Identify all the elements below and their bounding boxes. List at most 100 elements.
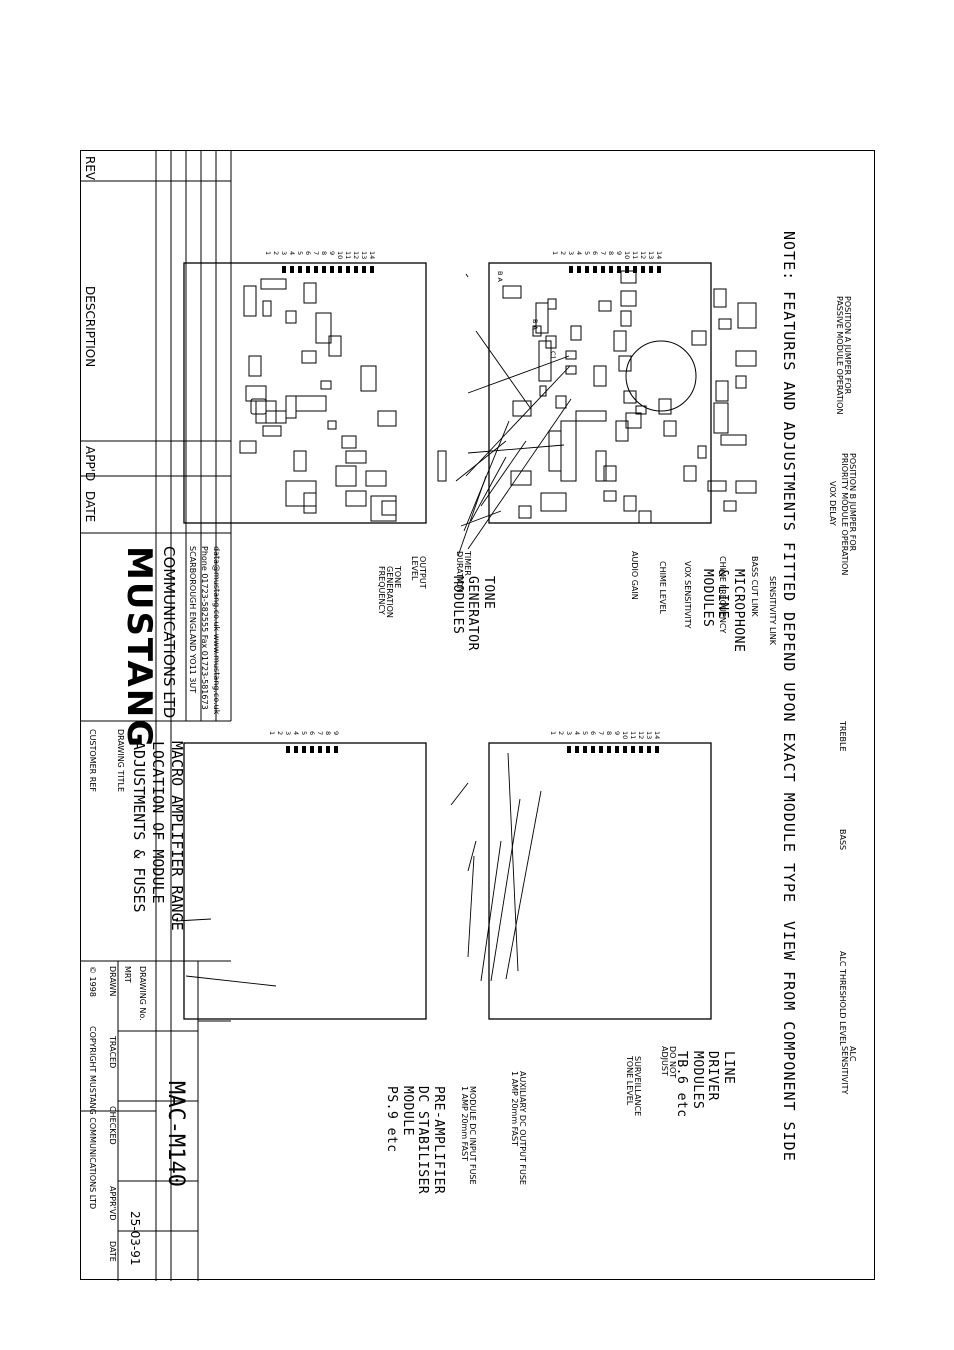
callout-aux-fuse: AUXILIARY DC OUTPUT FUSE 1 AMP 20mm FAST bbox=[510, 1071, 527, 1185]
drawn-label: DRAWN bbox=[108, 966, 117, 997]
drawn-by: MRT bbox=[123, 966, 132, 983]
callout-surveillance: SURVEILLANCE TONE LEVEL bbox=[625, 1056, 642, 1117]
company-phone: Phone 01723-582555 Fax 01723-581673 bbox=[200, 546, 209, 710]
copyright-year: © 1998 bbox=[88, 966, 97, 997]
apprvd-label: APPR'VD bbox=[108, 1186, 117, 1221]
mic-pin-label: 11 bbox=[631, 251, 639, 260]
line-pin-label: 10 bbox=[336, 251, 344, 260]
tone-pin-label: 3 bbox=[565, 731, 573, 736]
company-name: COMMUNICATIONS LTD bbox=[160, 546, 178, 719]
drawing-title: MACRO AMPLIFIER RANGE LOCATION OF MODULE… bbox=[130, 741, 187, 931]
date-label: DATE bbox=[108, 1241, 117, 1262]
pre-pin-label: 2 bbox=[276, 731, 284, 736]
callout-do-not-adjust: DO NOT ADJUST bbox=[660, 1046, 677, 1079]
line-pin-label: 6 bbox=[304, 251, 312, 256]
mic-pin-label: 4 bbox=[575, 251, 583, 256]
callout-jumper-a: POSITION A JUMPER FOR PASSIVE MODULE OPE… bbox=[835, 296, 852, 415]
mic-pin-label: 13 bbox=[647, 251, 655, 260]
pre-module-title: PRE-AMPLIFIER DC STABILISER MODULE PS.9 … bbox=[384, 1086, 446, 1195]
pre-pin-label: 7 bbox=[316, 731, 324, 736]
callout-treble: TREBLE bbox=[838, 721, 847, 752]
marker-jumper-a: B A bbox=[496, 271, 504, 282]
tone-pin-label: 11 bbox=[629, 731, 637, 740]
marker-jumper-b: B A bbox=[531, 319, 539, 330]
mic-pin-label: 3 bbox=[567, 251, 575, 256]
note-text: NOTE: FEATURES AND ADJUSTMENTS FITTED DE… bbox=[780, 231, 798, 904]
date-header: DATE bbox=[83, 491, 97, 523]
callout-bass-cut-link: BASS CUT LINK bbox=[750, 556, 759, 617]
tone-pin-label: 4 bbox=[573, 731, 581, 736]
callout-jumper-b: POSITION B JUMPER FOR PRIORITY MODULE OP… bbox=[840, 453, 857, 576]
pre-pin-label: 8 bbox=[324, 731, 332, 736]
line-pin-label: 9 bbox=[328, 251, 336, 256]
tone-pin-label: 5 bbox=[581, 731, 589, 736]
callout-chime-frequency: CHIME FREQUENCY bbox=[718, 556, 727, 634]
pre-pin-label: 1 bbox=[268, 731, 276, 736]
pre-pin-label: 5 bbox=[300, 731, 308, 736]
date-value: 25-03-91 bbox=[128, 1211, 142, 1266]
line-pin-label: 11 bbox=[344, 251, 352, 260]
drawing-number: MAC-M140 bbox=[163, 1081, 188, 1187]
callout-sensitivity-link: SENSITIVITY LINK bbox=[768, 576, 777, 645]
line-pin-label: 5 bbox=[296, 251, 304, 256]
tone-pin-label: 12 bbox=[637, 731, 645, 740]
company-logo: MUSTANG bbox=[119, 546, 159, 750]
callout-tone-frequency: TONE GENERATION FREQUENCY bbox=[377, 566, 402, 618]
line-pin-label: 7 bbox=[312, 251, 320, 256]
tone-pin-label: 14 bbox=[653, 731, 661, 740]
line-pin-label: 4 bbox=[288, 251, 296, 256]
mic-pin-label: 8 bbox=[607, 251, 615, 256]
tone-pin-label: 1 bbox=[549, 731, 557, 736]
callout-audio-gain: AUDIO GAIN bbox=[630, 551, 639, 600]
callout-chime-level: CHIME LEVEL bbox=[658, 561, 667, 614]
tone-pin-label: 10 bbox=[621, 731, 629, 740]
tone-pin-label: 2 bbox=[557, 731, 565, 736]
description-header: DESCRIPTION bbox=[83, 286, 97, 368]
callout-vox-delay: VOX DELAY bbox=[828, 481, 837, 526]
callout-bass: BASS bbox=[838, 829, 847, 851]
tone-pin-label: 9 bbox=[613, 731, 621, 736]
tone-pin-label: 6 bbox=[589, 731, 597, 736]
drawing-frame: NOTE: FEATURES AND ADJUSTMENTS FITTED DE… bbox=[80, 150, 876, 1281]
line-module-title: LINE DRIVER MODULES TB.6 etc bbox=[674, 1051, 736, 1118]
line-pin-label: 3 bbox=[280, 251, 288, 256]
callout-alc-threshold: ALC THRESHOLD LEVEL bbox=[838, 951, 847, 1046]
mic-pin-label: 7 bbox=[599, 251, 607, 256]
schematic-graphics bbox=[81, 151, 757, 1281]
line-pin-label: 1 bbox=[264, 251, 272, 256]
mic-pin-label: 5 bbox=[583, 251, 591, 256]
mic-pin-label: 6 bbox=[591, 251, 599, 256]
line-pin-label: 8 bbox=[320, 251, 328, 256]
mic-pin-label: 1 bbox=[551, 251, 559, 256]
customer-ref-label: CUSTOMER REF bbox=[88, 729, 97, 792]
line-pin-label: 2 bbox=[272, 251, 280, 256]
line-pin-label: 12 bbox=[352, 251, 360, 260]
checked-label: CHECKED bbox=[108, 1106, 117, 1145]
mic-pin-label: 2 bbox=[559, 251, 567, 256]
drawing-title-label: DRAWING TITLE bbox=[116, 729, 125, 793]
pre-pin-label: 4 bbox=[292, 731, 300, 736]
rotated-drawing: NOTE: FEATURES AND ADJUSTMENTS FITTED DE… bbox=[81, 151, 876, 1281]
appd-header: APP'D bbox=[83, 446, 97, 482]
tone-pin-label: 7 bbox=[597, 731, 605, 736]
callout-vox-sensitivity: VOX SENSITIVITY bbox=[683, 561, 692, 629]
rev-header: REV bbox=[83, 156, 97, 181]
traced-label: TRACED bbox=[108, 1036, 117, 1069]
pre-pin-label: 3 bbox=[284, 731, 292, 736]
mic-pin-label: 12 bbox=[639, 251, 647, 260]
company-web: data@mustang.co.uk www.mustang.co.uk bbox=[212, 546, 221, 715]
mic-pin-label: 10 bbox=[623, 251, 631, 260]
mic-pin-label: 14 bbox=[655, 251, 663, 260]
callout-output-level: OUTPUT LEVEL bbox=[410, 556, 427, 589]
pre-pin-label: 6 bbox=[308, 731, 316, 736]
drawing-no-label: DRAWING No. bbox=[138, 966, 147, 1021]
callout-dc-input-fuse: MODULE DC INPUT FUSE 1 AMP 20mm FAST bbox=[460, 1086, 477, 1185]
mic-pin-label: 9 bbox=[615, 251, 623, 256]
marker-c1: C1 bbox=[549, 351, 557, 360]
callout-alc-sensitivity: ALC SENSITIVITY bbox=[840, 1046, 857, 1095]
tone-pin-label: 8 bbox=[605, 731, 613, 736]
company-address: SCARBOROUGH ENGLAND YO11 3UT bbox=[188, 546, 197, 694]
line-pin-label: 13 bbox=[360, 251, 368, 260]
copyright-owner: COPYRIGHT MUSTANG COMMUNICATIONS LTD bbox=[88, 1026, 97, 1210]
